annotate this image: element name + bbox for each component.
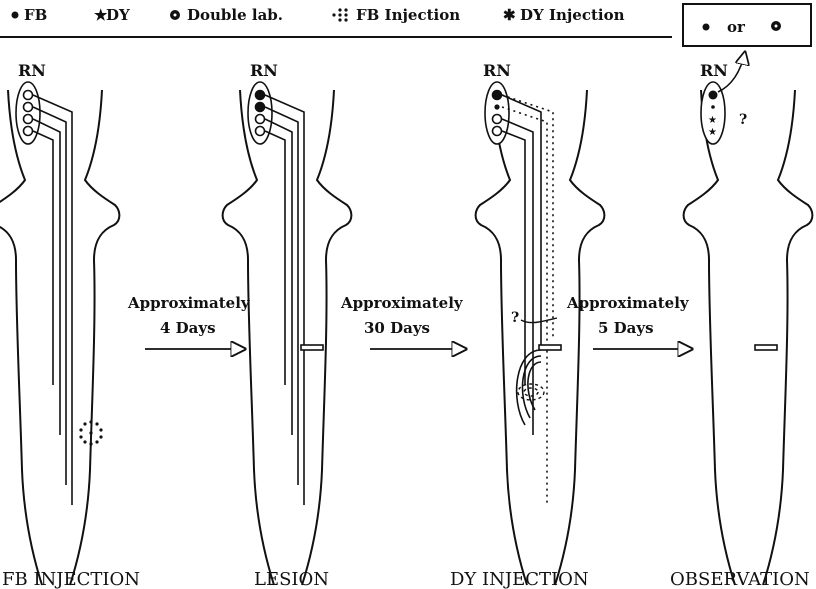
legend-item-dy-injection: ✱ DY Injection	[503, 6, 625, 24]
stage-label-observation: OBSERVATION	[670, 569, 810, 589]
question-mark-3: ?	[511, 310, 519, 326]
rn-label-4: RN	[700, 61, 728, 80]
dy-star-icon-4b: ★	[708, 127, 717, 138]
legend-item-dy: ★ DY	[94, 6, 130, 24]
panel-lesion: RN LESION	[223, 61, 352, 589]
dy-star-icon-4a: ★	[708, 115, 717, 126]
stage-label-lesion: LESION	[254, 569, 329, 589]
axon-tracts-2	[265, 95, 304, 505]
legend-item-fb-injection: FB Injection	[332, 6, 460, 24]
legend: FB ★ DY Double lab. FB Injection ✱ DY In…	[0, 4, 811, 46]
or-box-text: or	[727, 18, 746, 36]
step-1: Approximately 4 Days	[127, 294, 251, 349]
legend-item-fb: FB	[12, 6, 48, 24]
legend-label-fb-injection: FB Injection	[356, 6, 460, 24]
fb-injection-icon	[332, 8, 347, 21]
stage-label-dy-injection: DY INJECTION	[450, 569, 589, 589]
step-3-line-2: 5 Days	[598, 319, 654, 337]
step-1-line-2: 4 Days	[160, 319, 216, 337]
legend-label-fb: FB	[24, 6, 47, 24]
fb-dot-icon	[12, 12, 19, 19]
legend-or-box: or	[683, 4, 811, 46]
rn-label-1: RN	[18, 61, 46, 80]
legend-label-dy: DY	[106, 6, 130, 24]
step-2-line-1: Approximately	[340, 294, 464, 312]
panel-dy-injection: RN ? DY INJECTION	[450, 61, 604, 589]
rn-label-2: RN	[250, 61, 278, 80]
rn-label-3: RN	[483, 61, 511, 80]
lesion-mark-4	[755, 345, 777, 350]
dotted-tracts-3	[502, 95, 553, 505]
or-box-double-icon-center	[775, 25, 778, 28]
legend-label-double: Double lab.	[187, 6, 283, 24]
lesion-mark-3	[539, 345, 561, 350]
labeled-neuron-4	[709, 91, 718, 100]
legend-item-double: Double lab.	[170, 6, 283, 24]
lesion-mark-2	[301, 345, 323, 350]
cord-outline-2	[223, 90, 352, 585]
panel-observation: RN ★ ★ ? OBSERVATION	[670, 52, 812, 589]
question-mark-4: ?	[739, 112, 747, 128]
dy-injection-icon: ✱	[503, 6, 516, 24]
or-box-fb-dot-icon	[703, 24, 710, 31]
stage-label-fb-injection: FB INJECTION	[2, 569, 140, 589]
step-2: Approximately 30 Days	[340, 294, 466, 349]
step-1-line-1: Approximately	[127, 294, 251, 312]
panel-fb-injection: RN FB INJECTION	[0, 61, 140, 589]
axon-tracts-1	[33, 95, 72, 505]
cord-outline-4	[684, 90, 813, 585]
step-3: Approximately 5 Days	[566, 294, 692, 349]
step-2-line-2: 30 Days	[364, 319, 430, 337]
step-3-line-1: Approximately	[566, 294, 690, 312]
double-label-icon-center	[174, 14, 177, 17]
axon-tracts-3	[502, 95, 541, 435]
question-pointer-3	[521, 318, 557, 323]
cord-outline-3	[476, 90, 605, 585]
or-box-frame	[683, 4, 811, 46]
legend-label-dy-injection: DY Injection	[520, 6, 625, 24]
neurons-4: ★ ★	[708, 91, 718, 139]
